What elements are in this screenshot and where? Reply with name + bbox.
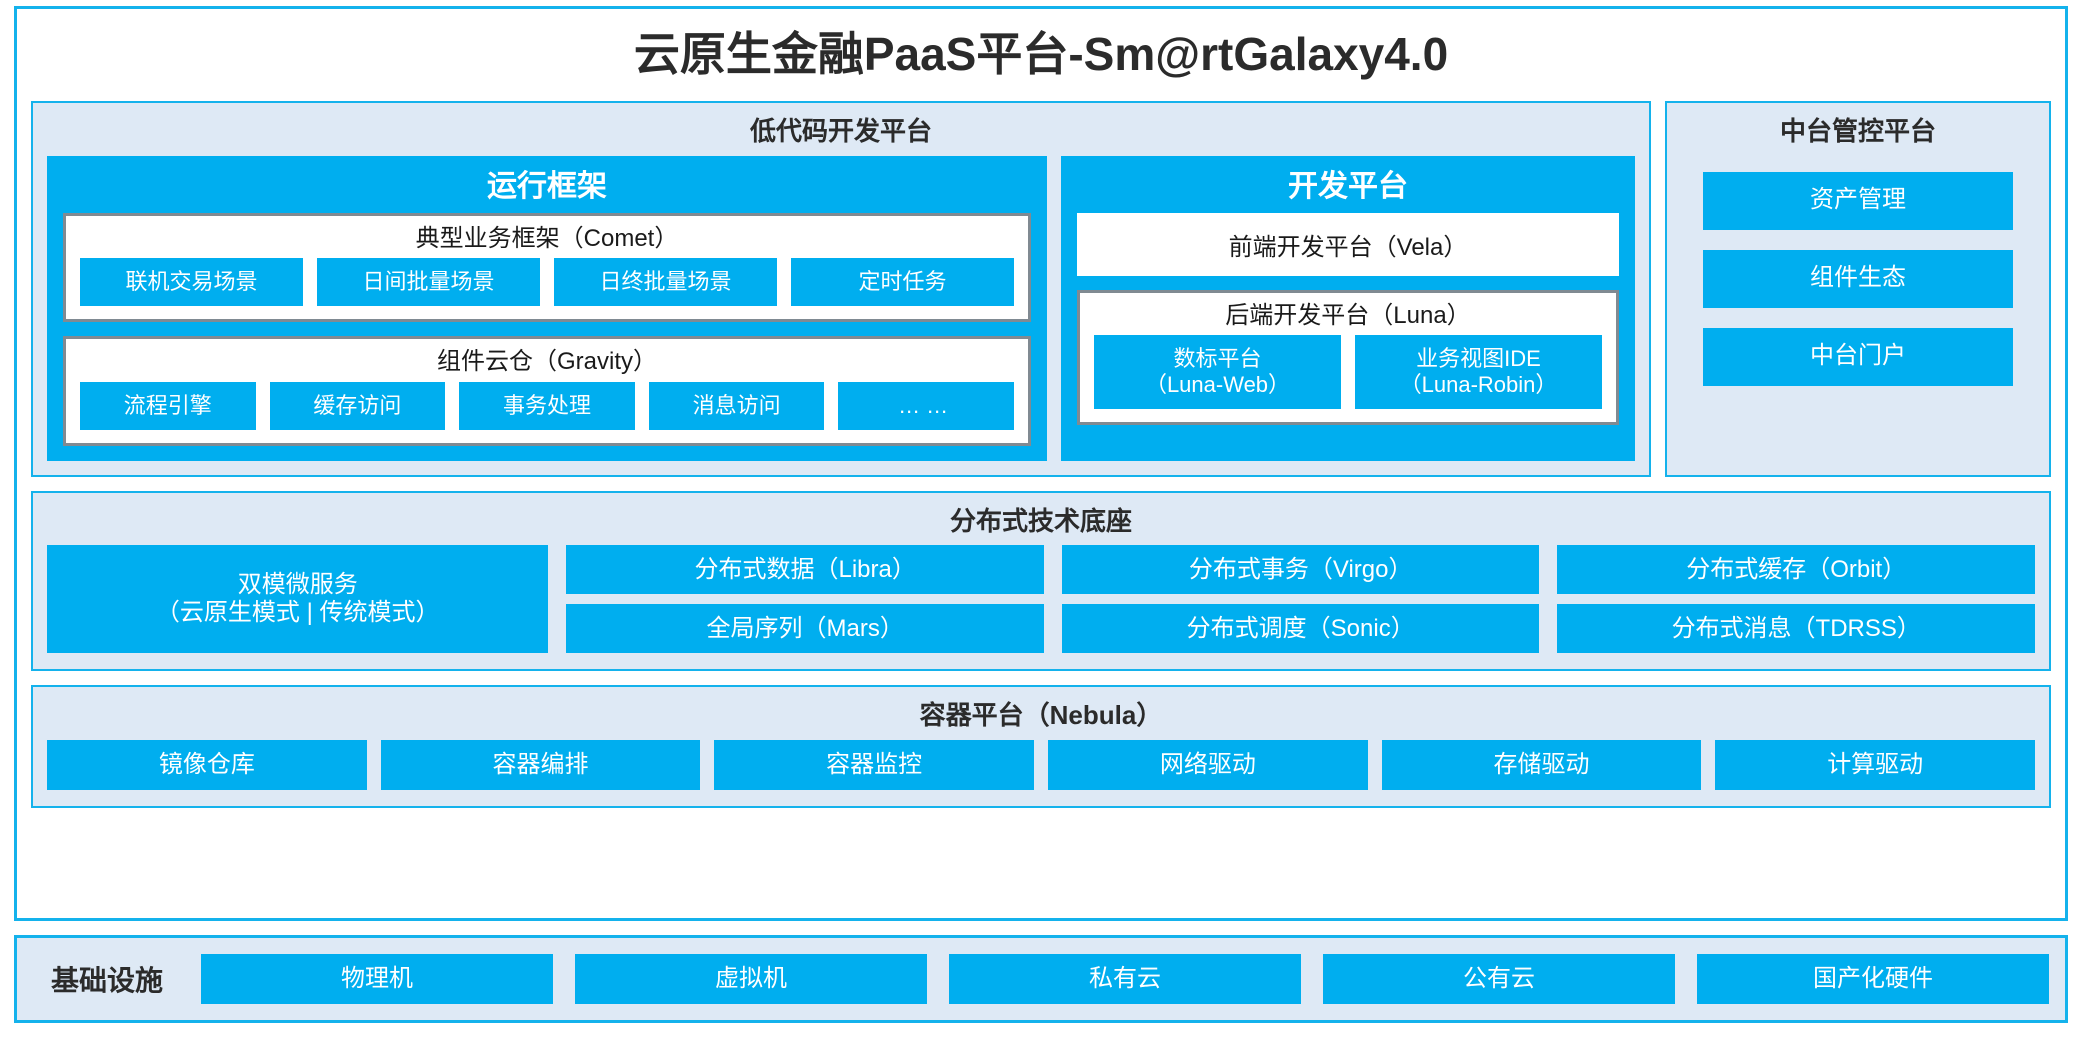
- gravity-item-0[interactable]: 流程引擎: [80, 381, 256, 430]
- gravity-item-more[interactable]: ……: [838, 381, 1014, 430]
- distributed-base-title: 分布式技术底座: [949, 505, 1132, 536]
- microservice-modes: （云原生模式 | 传统模式）: [155, 599, 440, 627]
- microservice-chip[interactable]: 双模微服务 （云原生模式 | 传统模式）: [47, 545, 549, 654]
- comet-item-2[interactable]: 日终批量场景: [554, 258, 777, 307]
- luna-web-chip[interactable]: 数标平台 （Luna-Web）: [1094, 335, 1341, 410]
- luna-robin-code: （Luna-Robin）: [1399, 372, 1558, 398]
- top-row: 低代码开发平台 运行框架 典型业务框架（Comet） 联机交易场景 日间批量场景: [31, 101, 2051, 477]
- control-item-asset-management[interactable]: 资产管理: [1703, 171, 2013, 230]
- infra-item-private-cloud[interactable]: 私有云: [949, 954, 1302, 1004]
- microservice-name: 双模微服务: [237, 571, 358, 599]
- runtime-framework-card: 运行框架 典型业务框架（Comet） 联机交易场景 日间批量场景 日终批量场景 …: [47, 155, 1047, 461]
- control-platform-panel: 中台管控平台 资产管理 组件生态 中台门户: [1665, 101, 2051, 477]
- lowcode-platform-title: 低代码开发平台: [749, 116, 932, 146]
- container-item-monitoring[interactable]: 容器监控: [714, 739, 1035, 790]
- distributed-column-1: 分布式数据（Libra） 全局序列（Mars）: [566, 545, 1044, 654]
- runtime-framework-body: 典型业务框架（Comet） 联机交易场景 日间批量场景 日终批量场景 定时任务 …: [49, 212, 1045, 459]
- luna-robin-chip[interactable]: 业务视图IDE （Luna-Robin）: [1355, 335, 1602, 410]
- comet-item-3[interactable]: 定时任务: [791, 258, 1014, 307]
- distributed-transaction-virgo[interactable]: 分布式事务（Virgo）: [1061, 545, 1540, 595]
- microservice-column: 双模微服务 （云原生模式 | 传统模式）: [47, 545, 549, 654]
- development-platform-card: 开发平台 前端开发平台（Vela） 后端开发平台（Luna） 数标平台: [1061, 155, 1635, 461]
- container-item-orchestration[interactable]: 容器编排: [380, 739, 701, 790]
- comet-item-0[interactable]: 联机交易场景: [80, 258, 303, 307]
- luna-robin-name: 业务视图IDE: [1416, 346, 1541, 372]
- container-platform-panel: 容器平台（Nebula） 镜像仓库 容器编排 容器监控 网络驱动 存储驱动 计算…: [31, 685, 2051, 808]
- development-platform-title: 开发平台: [1288, 169, 1408, 203]
- lowcode-platform-panel: 低代码开发平台 运行框架 典型业务框架（Comet） 联机交易场景 日间批量场景: [31, 101, 1651, 477]
- platform-main-frame: 云原生金融PaaS平台-Sm@rtGalaxy4.0 低代码开发平台 运行框架 …: [14, 6, 2068, 921]
- infra-item-public-cloud[interactable]: 公有云: [1323, 954, 1676, 1004]
- control-item-component-ecosystem[interactable]: 组件生态: [1703, 249, 2013, 308]
- control-platform-list: 资产管理 组件生态 中台门户: [1667, 156, 2049, 408]
- gravity-box: 组件云仓（Gravity） 流程引擎 缓存访问 事务处理 消息访问 ……: [63, 336, 1031, 446]
- container-item-compute-driver[interactable]: 计算驱动: [1715, 739, 2036, 790]
- vela-box[interactable]: 前端开发平台（Vela）: [1077, 212, 1619, 276]
- comet-item-1[interactable]: 日间批量场景: [317, 258, 540, 307]
- gravity-chip-row: 流程引擎 缓存访问 事务处理 消息访问 ……: [66, 381, 1028, 443]
- gravity-item-3[interactable]: 消息访问: [648, 381, 825, 430]
- luna-web-name: 数标平台: [1173, 346, 1262, 372]
- comet-title: 典型业务框架（Comet）: [415, 224, 679, 252]
- luna-web-code: （Luna-Web）: [1144, 372, 1291, 398]
- gravity-item-2[interactable]: 事务处理: [459, 381, 635, 430]
- distributed-scheduling-sonic[interactable]: 分布式调度（Sonic）: [1061, 604, 1540, 654]
- gravity-item-1[interactable]: 缓存访问: [269, 381, 446, 430]
- gravity-title: 组件云仓（Gravity）: [436, 348, 657, 376]
- infrastructure-label: 基础设施: [51, 965, 164, 996]
- distributed-column-2: 分布式事务（Virgo） 分布式调度（Sonic）: [1061, 545, 1540, 654]
- distributed-message-tdrss[interactable]: 分布式消息（TDRSS）: [1557, 604, 2035, 654]
- distributed-cache-orbit[interactable]: 分布式缓存（Orbit）: [1557, 545, 2035, 595]
- distributed-base-panel: 分布式技术底座 双模微服务 （云原生模式 | 传统模式） 分布式数据（Libra…: [31, 490, 2051, 672]
- global-sequence-mars[interactable]: 全局序列（Mars）: [566, 604, 1044, 654]
- container-platform-title: 容器平台（Nebula）: [919, 700, 1163, 731]
- comet-chip-row: 联机交易场景 日间批量场景 日终批量场景 定时任务: [66, 258, 1028, 319]
- comet-box: 典型业务框架（Comet） 联机交易场景 日间批量场景 日终批量场景 定时任务: [63, 212, 1031, 323]
- container-item-image-registry[interactable]: 镜像仓库: [47, 739, 367, 790]
- container-item-network-driver[interactable]: 网络驱动: [1048, 739, 1368, 790]
- page-title: 云原生金融PaaS平台-Sm@rtGalaxy4.0: [633, 28, 1449, 80]
- development-platform-body: 前端开发平台（Vela） 后端开发平台（Luna） 数标平台 （Luna-Web…: [1063, 212, 1633, 459]
- infra-item-physical-machine[interactable]: 物理机: [201, 954, 554, 1004]
- luna-chip-row: 数标平台 （Luna-Web） 业务视图IDE （Luna-Robin）: [1080, 335, 1616, 422]
- distributed-base-body: 双模微服务 （云原生模式 | 传统模式） 分布式数据（Libra） 全局序列（M…: [33, 545, 2049, 669]
- infra-item-virtual-machine[interactable]: 虚拟机: [575, 954, 928, 1004]
- control-item-portal[interactable]: 中台门户: [1703, 327, 2013, 386]
- control-platform-title: 中台管控平台: [1779, 116, 1936, 146]
- runtime-framework-title: 运行框架: [487, 169, 607, 203]
- vela-label: 前端开发平台（Vela）: [1228, 233, 1468, 261]
- container-platform-chip-row: 镜像仓库 容器编排 容器监控 网络驱动 存储驱动 计算驱动: [33, 739, 2049, 806]
- infrastructure-bar: 基础设施 物理机 虚拟机 私有云 公有云 国产化硬件: [14, 935, 2068, 1023]
- distributed-column-3: 分布式缓存（Orbit） 分布式消息（TDRSS）: [1557, 545, 2035, 654]
- lowcode-platform-body: 运行框架 典型业务框架（Comet） 联机交易场景 日间批量场景 日终批量场景 …: [33, 155, 1649, 475]
- distributed-data-libra[interactable]: 分布式数据（Libra）: [566, 545, 1044, 595]
- infrastructure-chip-row: 物理机 虚拟机 私有云 公有云 国产化硬件: [201, 954, 2050, 1004]
- luna-box: 后端开发平台（Luna） 数标平台 （Luna-Web） 业务视图IDE （Lu…: [1077, 289, 1619, 426]
- luna-title: 后端开发平台（Luna）: [1225, 301, 1471, 329]
- infra-item-domestic-hardware[interactable]: 国产化硬件: [1697, 954, 2050, 1004]
- container-item-storage-driver[interactable]: 存储驱动: [1381, 739, 1702, 790]
